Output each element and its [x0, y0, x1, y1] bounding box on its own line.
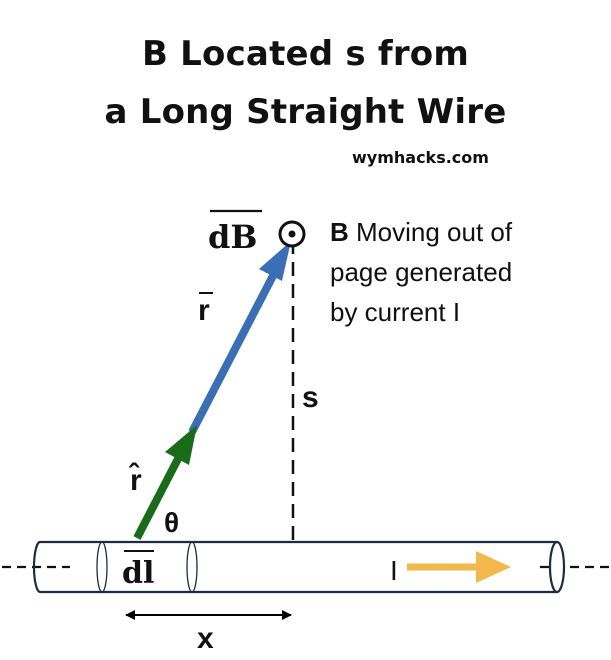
r-hat-shaft	[133, 451, 185, 540]
s-label: s	[302, 381, 319, 414]
wire-left-end	[32, 540, 41, 594]
r-hat-label: r̂	[128, 463, 142, 497]
r-hat-head	[165, 425, 197, 465]
wire-body	[40, 540, 557, 594]
title-line-2: a Long Straight Wire	[104, 92, 507, 132]
r-vector-head	[259, 241, 291, 281]
wire-right-end	[548, 540, 566, 594]
watermark: wymhacks.com	[352, 148, 489, 167]
theta-label: θ	[164, 507, 179, 538]
current-arrow-head	[476, 551, 511, 583]
r-vector-shaft	[188, 268, 280, 434]
x-label: x	[197, 622, 214, 655]
note-line-1: Moving out of	[348, 217, 513, 247]
note-line-2: page generated	[330, 257, 513, 287]
dl-ring-right	[186, 541, 198, 593]
db-out-of-page-dot	[288, 230, 296, 238]
note-line-3: by current I	[330, 297, 461, 327]
note-bold-b: B	[330, 217, 349, 247]
db-label: dB	[208, 218, 257, 256]
dl-label: dl	[122, 556, 154, 591]
dl-ring-left	[96, 541, 108, 593]
field-direction-note: B Moving out of page generated by curren…	[330, 212, 600, 332]
current-label: I	[390, 555, 398, 586]
r-vector-label: r	[198, 294, 210, 327]
title-line-1: B Located s from	[142, 34, 469, 74]
